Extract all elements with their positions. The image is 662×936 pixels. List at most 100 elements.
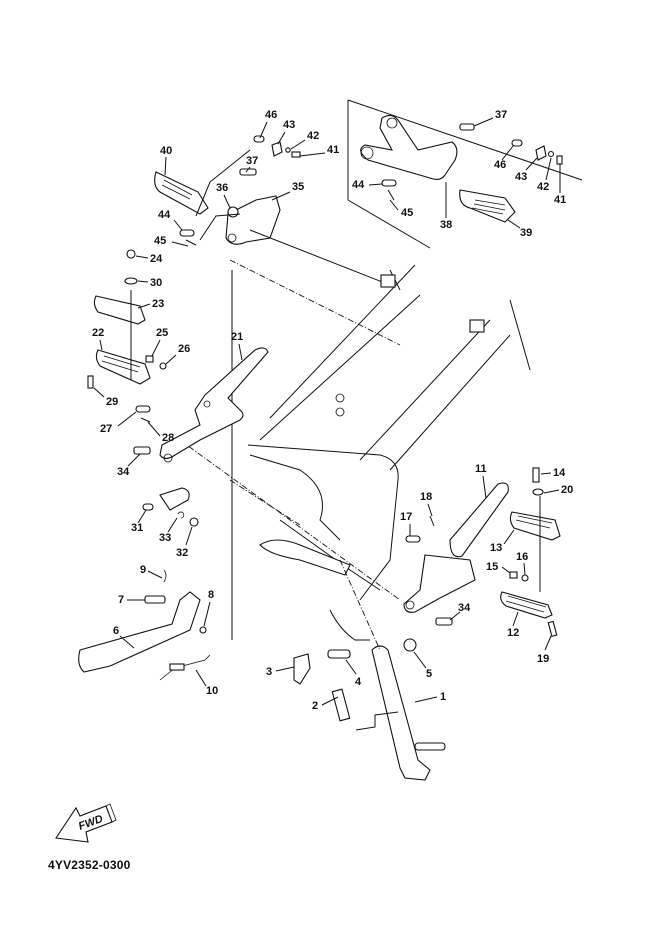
callout-15: 15 — [486, 561, 498, 573]
washer-30 — [124, 277, 138, 285]
bolt-37-right — [459, 123, 475, 131]
spring-25 — [145, 355, 154, 363]
callout-9: 9 — [140, 564, 146, 576]
footrest-12 — [500, 591, 553, 619]
callout-44: 44 — [158, 209, 171, 221]
frame-mount-right — [469, 319, 485, 333]
spring-2 — [331, 688, 351, 722]
cotter-pin-18 — [429, 515, 435, 527]
callout-41-right: 41 — [554, 194, 566, 206]
cotter-pin-28 — [140, 417, 151, 423]
footrest-bracket-21 — [159, 347, 269, 460]
callout-46: 46 — [265, 109, 277, 121]
plate-43-right — [535, 145, 547, 161]
callout-45: 45 — [154, 235, 166, 247]
callout-20: 20 — [561, 484, 573, 496]
callout-43-right: 43 — [515, 171, 527, 183]
footrest-bracket-11-lower — [403, 554, 476, 613]
footrest-22 — [95, 349, 151, 385]
callout-23: 23 — [152, 298, 164, 310]
callout-26: 26 — [178, 343, 190, 355]
callout-30: 30 — [150, 277, 162, 289]
callout-44-right: 44 — [352, 179, 365, 191]
cotter-pin-45-left — [185, 239, 197, 246]
pin-46-left — [253, 135, 265, 143]
brake-pedal-assembly — [78, 569, 211, 681]
callout-32: 32 — [176, 547, 188, 559]
fwd-arrow-icon: FWD — [55, 803, 117, 843]
bolt-7 — [144, 595, 166, 604]
rear-bracket-35 — [225, 195, 281, 245]
plate-3 — [293, 653, 311, 685]
side-stand-1 — [371, 645, 431, 781]
nut-5 — [403, 638, 417, 652]
footrest-left — [87, 249, 269, 527]
bolt-34-right — [435, 617, 453, 626]
bolt-32 — [189, 517, 199, 527]
screw-24 — [126, 249, 136, 259]
side-stand-assembly — [293, 559, 446, 781]
callout-46-right: 46 — [494, 159, 506, 171]
callout-36: 36 — [216, 182, 228, 194]
callout-31: 31 — [131, 522, 143, 534]
frame-pivot-shaft — [259, 539, 351, 576]
spring-15 — [509, 571, 518, 579]
bolt-34-left — [133, 446, 151, 455]
callout-10: 10 — [206, 685, 218, 697]
collar-36 — [227, 206, 239, 218]
callout-41: 41 — [327, 144, 339, 156]
bolt-29 — [87, 375, 94, 389]
callout-8: 8 — [208, 589, 214, 601]
pin-31 — [142, 503, 154, 511]
footrest-cover-23 — [93, 295, 146, 325]
callout-2: 2 — [312, 700, 318, 712]
callout-40: 40 — [160, 145, 172, 157]
callout-5: 5 — [426, 668, 432, 680]
footrest-bracket-11 — [449, 482, 509, 558]
callout-6: 6 — [113, 625, 119, 637]
callout-34-left: 34 — [117, 466, 130, 478]
callout-7: 7 — [118, 594, 124, 606]
callout-38: 38 — [440, 219, 452, 231]
spring-10-coil — [169, 663, 185, 671]
diagram-code: 4YV2352-0300 — [48, 858, 131, 872]
callout-39: 39 — [520, 227, 532, 239]
pin-44-left — [179, 229, 195, 237]
ball-42-left — [285, 147, 291, 153]
frame-mount-top — [380, 274, 396, 288]
pin-46-right — [511, 139, 523, 147]
callout-13: 13 — [490, 542, 502, 554]
footrest-right — [403, 467, 561, 637]
plate-43-left — [271, 141, 283, 157]
callout-3: 3 — [266, 666, 272, 678]
rear-footrest-left — [154, 135, 301, 246]
rear-footrest-40 — [154, 171, 209, 215]
callout-42-right: 42 — [537, 181, 549, 193]
callout-28: 28 — [162, 432, 174, 444]
callout-17: 17 — [400, 511, 412, 523]
washer-8 — [199, 626, 207, 634]
callout-14: 14 — [553, 467, 566, 479]
callout-45-right: 45 — [401, 207, 413, 219]
callout-4: 4 — [355, 676, 362, 688]
callout-19: 19 — [537, 653, 549, 665]
screw-14 — [532, 467, 540, 483]
callout-25: 25 — [156, 327, 168, 339]
callout-35: 35 — [292, 181, 304, 193]
callout-24: 24 — [150, 253, 163, 265]
callout-16: 16 — [516, 551, 528, 563]
pin-27 — [135, 405, 151, 413]
rear-bracket-38 — [360, 114, 458, 181]
callout-34-right: 34 — [458, 602, 471, 614]
clip-33 — [177, 511, 185, 519]
pin-44-right — [381, 179, 397, 187]
callouts: 46 43 42 41 40 37 36 35 44 45 24 30 23 2… — [92, 109, 573, 712]
ball-26 — [159, 362, 167, 370]
callout-21: 21 — [231, 331, 243, 343]
callout-29: 29 — [106, 396, 118, 408]
cotter-pin-9 — [163, 569, 167, 583]
spring-41-left — [291, 151, 301, 158]
callout-11: 11 — [475, 463, 487, 475]
spring-41-right — [556, 155, 563, 165]
